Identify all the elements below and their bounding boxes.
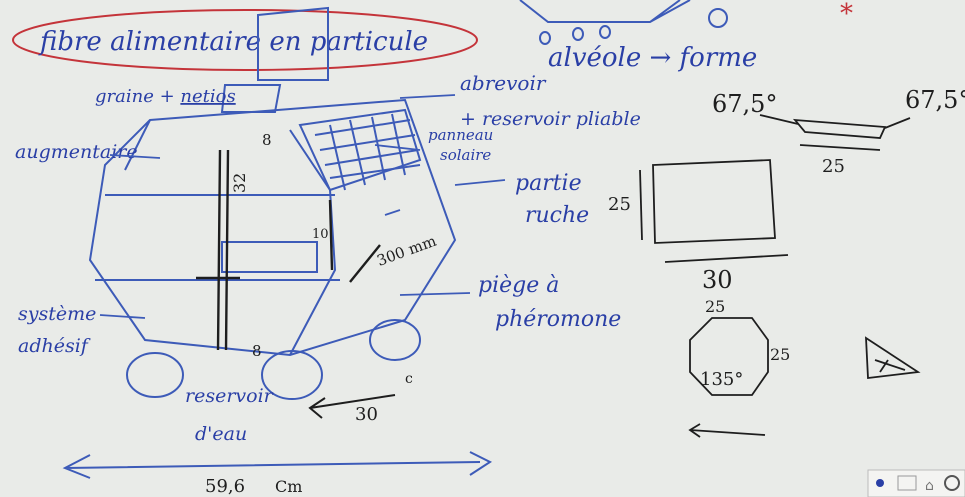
octagon-25-top: 25 — [705, 297, 725, 316]
rectangle-height-arrow — [639, 169, 643, 241]
octagon-width-arrow — [688, 423, 766, 438]
label-partie: partie — [515, 171, 582, 196]
total-dim-value: 59,6 — [205, 476, 245, 497]
rectangle-shape — [652, 159, 776, 244]
label-ruche: ruche — [525, 203, 589, 228]
trapezoid-arrows — [759, 114, 911, 151]
dim-8-bottom: 8 — [252, 342, 262, 360]
toolbar-record-icon[interactable] — [944, 475, 960, 491]
top-circle-4 — [708, 8, 728, 28]
label-piege: piège à — [478, 273, 559, 298]
rectangle-25: 25 — [608, 194, 631, 215]
title-ellipse — [12, 9, 478, 71]
label-systeme: système — [18, 303, 96, 325]
dim-10: 10 — [312, 227, 329, 242]
leader-lines — [99, 94, 506, 319]
dim-30-arrow — [308, 394, 396, 419]
asterisk-mark: * — [840, 0, 853, 29]
angle-right: 67,5° — [905, 86, 965, 114]
label-abrevoir-2: + reservoir pliable — [460, 108, 641, 130]
label-adhesif: adhésif — [18, 335, 91, 357]
label-abrevoir-1: abrevoir — [460, 71, 547, 95]
trapezoid-shape — [792, 118, 887, 139]
rectangle-width-arrow — [664, 254, 789, 263]
rectangle-30: 30 — [702, 266, 733, 294]
toolbar-pen-icon[interactable] — [897, 475, 917, 491]
octagon-25-side: 25 — [770, 345, 790, 364]
toolbar-eraser-icon[interactable]: ⌂ — [925, 478, 934, 494]
label-augmentaire: augmentaire — [15, 141, 138, 163]
octagon-shape — [689, 317, 769, 396]
device-sketch — [88, 6, 457, 400]
small-triangle — [865, 336, 921, 380]
label-panneau: panneau — [428, 126, 493, 144]
angle-left: 67,5° — [712, 90, 777, 118]
top-circle-1 — [539, 31, 551, 45]
label-solaire: solaire — [440, 146, 491, 164]
label-deau: d'eau — [195, 423, 247, 445]
label-pheromone: phéromone — [495, 307, 621, 332]
bottom-toolbar[interactable]: ⌂ — [867, 469, 965, 497]
trapezoid-25: 25 — [822, 156, 845, 177]
top-circle-2 — [572, 27, 584, 41]
octagon-angle: 135° — [700, 369, 743, 390]
dim-8-top: 8 — [262, 131, 272, 149]
device-structure-black — [196, 149, 381, 351]
alveole-top-sketch — [519, 0, 691, 23]
toolbar-dot-icon[interactable] — [876, 479, 884, 487]
total-dim-line — [62, 451, 493, 479]
total-dim-unit: Cm — [275, 477, 302, 496]
label-graine: graine + netios — [95, 86, 236, 107]
alveole-text: alvéole → forme — [548, 43, 757, 73]
top-circle-3 — [599, 25, 611, 39]
dim-30-bottom: 30 — [355, 404, 378, 425]
dim-300mm: 300 mm — [374, 232, 438, 270]
dim-c: c — [405, 371, 413, 387]
title-text: fibre alimentaire en particule — [38, 27, 428, 57]
label-reservoir: reservoir — [185, 385, 275, 407]
dim-32: 32 — [230, 173, 249, 193]
